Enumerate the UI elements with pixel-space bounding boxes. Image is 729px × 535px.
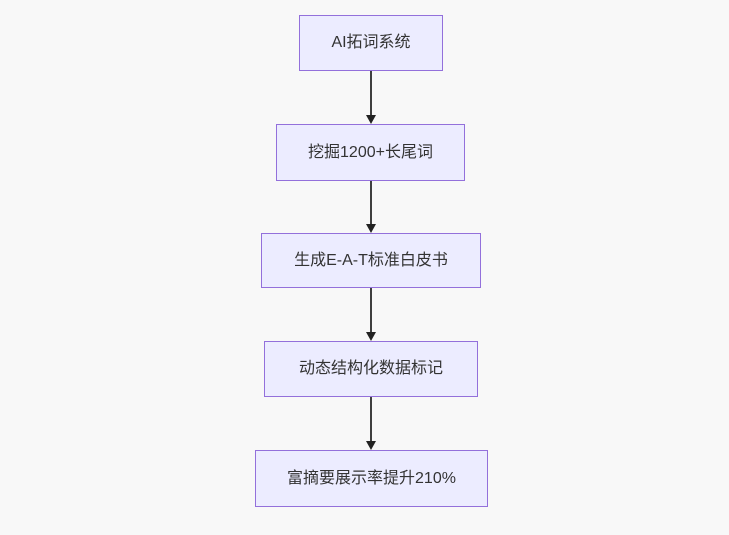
arrow-line	[370, 181, 372, 224]
node-label: 生成E-A-T标准白皮书	[294, 251, 448, 269]
arrowhead-icon	[366, 441, 376, 450]
flow-arrow	[364, 288, 378, 341]
arrowhead-icon	[366, 224, 376, 233]
node-label: 动态结构化数据标记	[298, 360, 443, 378]
arrowhead-icon	[366, 332, 376, 341]
flow-arrow	[364, 181, 378, 233]
flow-arrow	[364, 397, 378, 450]
node-label: AI拓词系统	[331, 34, 411, 52]
flow-node-ai-word-system: AI拓词系统	[299, 15, 443, 71]
flow-node-longtail-mining: 挖掘1200+长尾词	[276, 124, 465, 181]
arrowhead-icon	[366, 115, 376, 124]
flow-node-eat-whitepaper: 生成E-A-T标准白皮书	[261, 233, 481, 288]
arrow-line	[370, 288, 372, 332]
node-label: 挖掘1200+长尾词	[308, 143, 433, 161]
flow-arrow	[364, 71, 378, 124]
arrow-line	[370, 397, 372, 441]
flow-node-rich-snippet-rate: 富摘要展示率提升210%	[255, 450, 488, 507]
flow-node-structured-data-markup: 动态结构化数据标记	[264, 341, 478, 397]
arrow-line	[370, 71, 372, 115]
node-label: 富摘要展示率提升210%	[287, 469, 456, 487]
